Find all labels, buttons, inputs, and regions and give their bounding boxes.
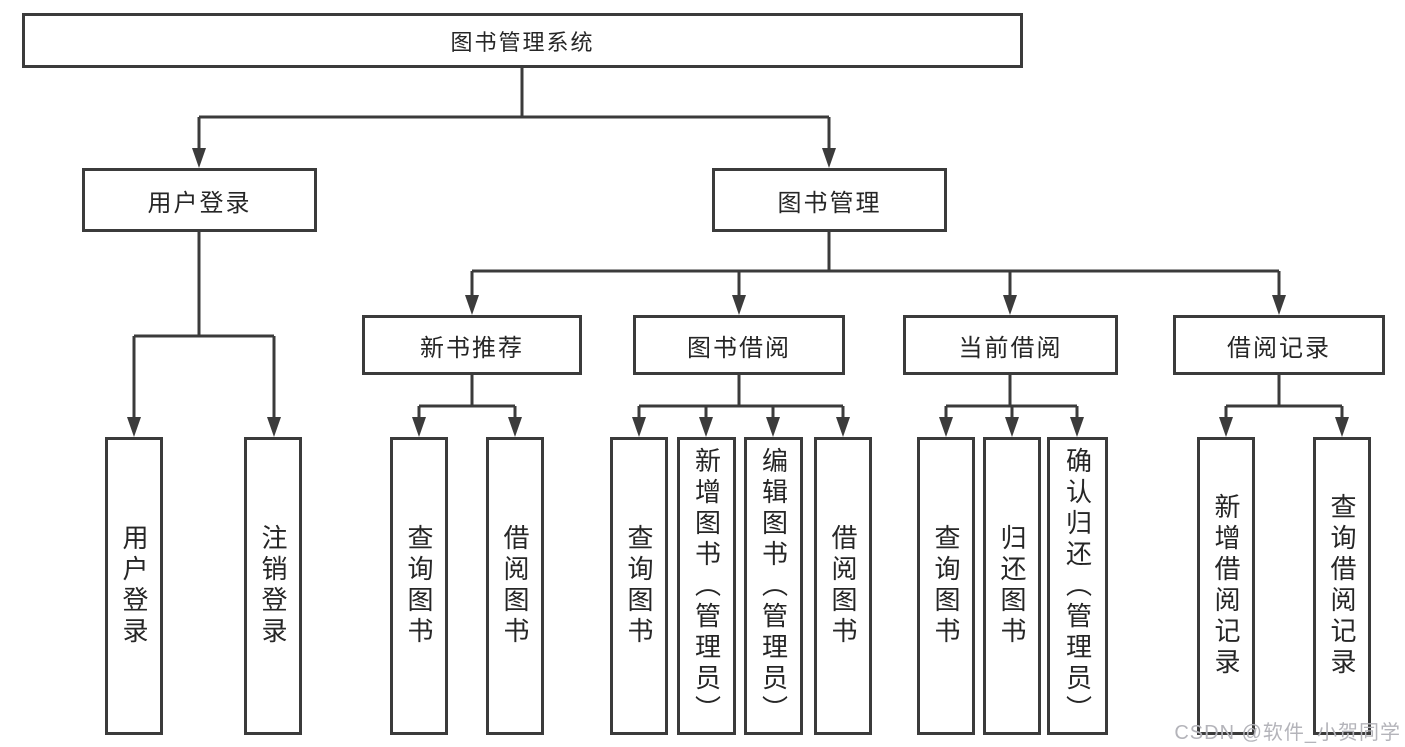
leaf-add-book-admin: 新增图书（管理员） [677, 437, 736, 735]
node-book-management: 图书管理 [712, 168, 947, 232]
csdn-watermark: CSDN @软件_小贺同学 [1174, 722, 1401, 744]
connector-root-to-branches [192, 68, 836, 168]
leaf-user-login: 用户登录 [105, 437, 163, 735]
node-root: 图书管理系统 [22, 13, 1023, 68]
leaf-query-borrow-record: 查询借阅记录 [1313, 437, 1371, 735]
leaf-query-book-borrow: 查询图书 [610, 437, 668, 735]
leaf-query-book-recommend: 查询图书 [390, 437, 448, 735]
leaf-return-book: 归还图书 [983, 437, 1041, 735]
node-borrow-record: 借阅记录 [1173, 315, 1385, 375]
connector-current-borrow-children [939, 375, 1084, 437]
connector-user-login-children [127, 232, 281, 437]
connector-book-mgmt-children [465, 232, 1286, 315]
leaf-borrow-book-recommend: 借阅图书 [486, 437, 544, 735]
leaf-edit-book-admin: 编辑图书（管理员） [744, 437, 803, 735]
leaf-borrow-book: 借阅图书 [814, 437, 872, 735]
node-user-login: 用户登录 [82, 168, 317, 232]
connector-borrow-record-children [1219, 375, 1349, 437]
leaf-query-book-current: 查询图书 [917, 437, 975, 735]
node-new-book-recommend: 新书推荐 [362, 315, 582, 375]
leaf-logout: 注销登录 [244, 437, 302, 735]
node-book-borrow: 图书借阅 [633, 315, 845, 375]
leaf-add-borrow-record: 新增借阅记录 [1197, 437, 1255, 735]
leaf-confirm-return-admin: 确认归还（管理员） [1047, 437, 1108, 735]
connector-new-book-children [412, 375, 522, 437]
connector-book-borrow-children [632, 375, 850, 437]
node-current-borrow: 当前借阅 [903, 315, 1118, 375]
